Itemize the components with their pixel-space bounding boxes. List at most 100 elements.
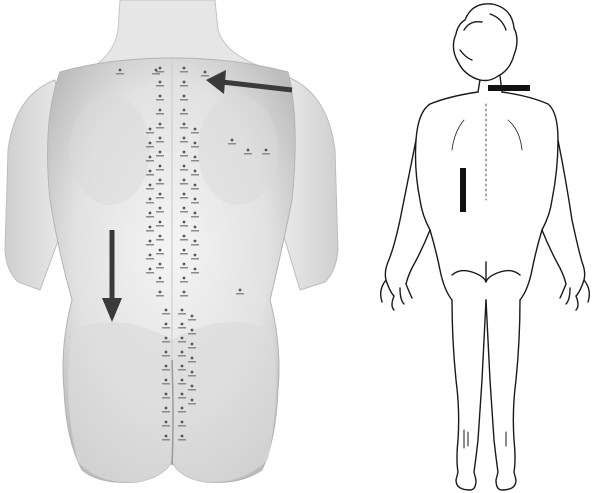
acupoint-tick xyxy=(180,295,188,297)
acupoint-dot xyxy=(194,198,197,201)
acupoint-tick xyxy=(178,369,186,371)
back-outline-figure xyxy=(360,0,598,493)
acupoint-tick xyxy=(191,272,199,274)
left-calf-detail xyxy=(464,430,468,448)
acupoint-tick xyxy=(188,389,196,391)
acupoint-tick xyxy=(180,267,188,269)
acupoint-dot xyxy=(149,156,152,159)
acupoint-tick xyxy=(162,411,170,413)
acupoint-dot xyxy=(181,309,184,312)
acupoint-tick xyxy=(191,146,199,148)
acupoint-tick xyxy=(201,75,209,77)
acupoint-dot xyxy=(159,291,162,294)
vertical-bar-mid-back xyxy=(460,168,466,212)
acupoint-dot xyxy=(183,123,186,126)
back-torso-figure xyxy=(0,0,345,493)
acupoint-dot xyxy=(239,289,242,292)
acupoint-dot xyxy=(183,151,186,154)
acupoint-tick xyxy=(156,113,164,115)
acupoint-tick xyxy=(262,153,270,155)
acupoint-dot xyxy=(194,268,197,271)
horizontal-bar-neck xyxy=(488,85,530,91)
acupoint-tick xyxy=(156,211,164,213)
acupoint-tick xyxy=(146,188,154,190)
acupoint-tick xyxy=(178,411,186,413)
acupoint-tick xyxy=(162,425,170,427)
acupoint-dot xyxy=(149,226,152,229)
acupoint-dot xyxy=(149,128,152,131)
acupoint-dot xyxy=(191,315,194,318)
acupoint-tick xyxy=(156,141,164,143)
acupoint-dot xyxy=(159,249,162,252)
acupoint-tick xyxy=(178,341,186,343)
acupoint-dot xyxy=(159,151,162,154)
acupoint-tick xyxy=(146,132,154,134)
acupoint-dot xyxy=(194,128,197,131)
right-arm-outline xyxy=(542,140,585,296)
acupoint-tick xyxy=(244,153,252,155)
acupoint-tick xyxy=(156,267,164,269)
acupoint-tick xyxy=(180,85,188,87)
acupoint-tick xyxy=(236,293,244,295)
acupoint-dot xyxy=(181,365,184,368)
acupoint-tick xyxy=(178,397,186,399)
acupoint-dot xyxy=(165,393,168,396)
acupoint-dot xyxy=(149,198,152,201)
acupoint-dot xyxy=(181,337,184,340)
acupoint-tick xyxy=(180,141,188,143)
acupoint-tick xyxy=(156,155,164,157)
acupoint-dot xyxy=(165,337,168,340)
acupoint-tick xyxy=(191,244,199,246)
acupoint-dot xyxy=(159,193,162,196)
acupoint-tick xyxy=(180,169,188,171)
right-leg-outline xyxy=(486,300,520,490)
acupoint-tick xyxy=(162,369,170,371)
acupoint-dot xyxy=(181,435,184,438)
acupoint-tick xyxy=(156,127,164,129)
acupoint-dot xyxy=(149,184,152,187)
acupoint-dot xyxy=(181,351,184,354)
acupoint-dot xyxy=(194,156,197,159)
acupoint-tick xyxy=(146,146,154,148)
acupoint-tick xyxy=(162,439,170,441)
back-outline-svg xyxy=(360,0,598,493)
acupoint-dot xyxy=(165,309,168,312)
acupoint-dot xyxy=(191,399,194,402)
acupoint-tick xyxy=(178,313,186,315)
acupoint-tick xyxy=(146,216,154,218)
acupoint-tick xyxy=(191,216,199,218)
acupoint-dot xyxy=(181,323,184,326)
acupoint-dot xyxy=(159,235,162,238)
acupoint-tick xyxy=(180,211,188,213)
acupoint-tick xyxy=(188,403,196,405)
acupoint-dot xyxy=(191,357,194,360)
right-hand-outline xyxy=(560,280,589,310)
acupoint-dot xyxy=(181,393,184,396)
acupoint-tick xyxy=(146,244,154,246)
acupoint-tick xyxy=(188,347,196,349)
acupoint-dot xyxy=(149,170,152,173)
torso-outline xyxy=(416,92,559,230)
acupoint-tick xyxy=(146,258,154,260)
acupoint-dot xyxy=(181,407,184,410)
acupoint-dot xyxy=(165,379,168,382)
acupoint-dot xyxy=(247,149,250,152)
acupoint-dot xyxy=(191,343,194,346)
acupoint-dot xyxy=(149,254,152,257)
acupoint-dot xyxy=(149,240,152,243)
acupoint-tick xyxy=(191,132,199,134)
acupoint-dot xyxy=(265,149,268,152)
acupoint-dot xyxy=(194,226,197,229)
acupoint-dot xyxy=(159,263,162,266)
acupoint-dot xyxy=(119,69,122,72)
acupoint-tick xyxy=(162,313,170,315)
acupoint-dot xyxy=(165,351,168,354)
acupoint-dot xyxy=(159,277,162,280)
acupoint-dot xyxy=(183,221,186,224)
acupoint-dot xyxy=(194,212,197,215)
acupoint-tick xyxy=(116,73,124,75)
acupoint-tick xyxy=(162,383,170,385)
acupoint-dot xyxy=(183,291,186,294)
acupoint-tick xyxy=(188,361,196,363)
left-arm-outline xyxy=(385,140,430,296)
